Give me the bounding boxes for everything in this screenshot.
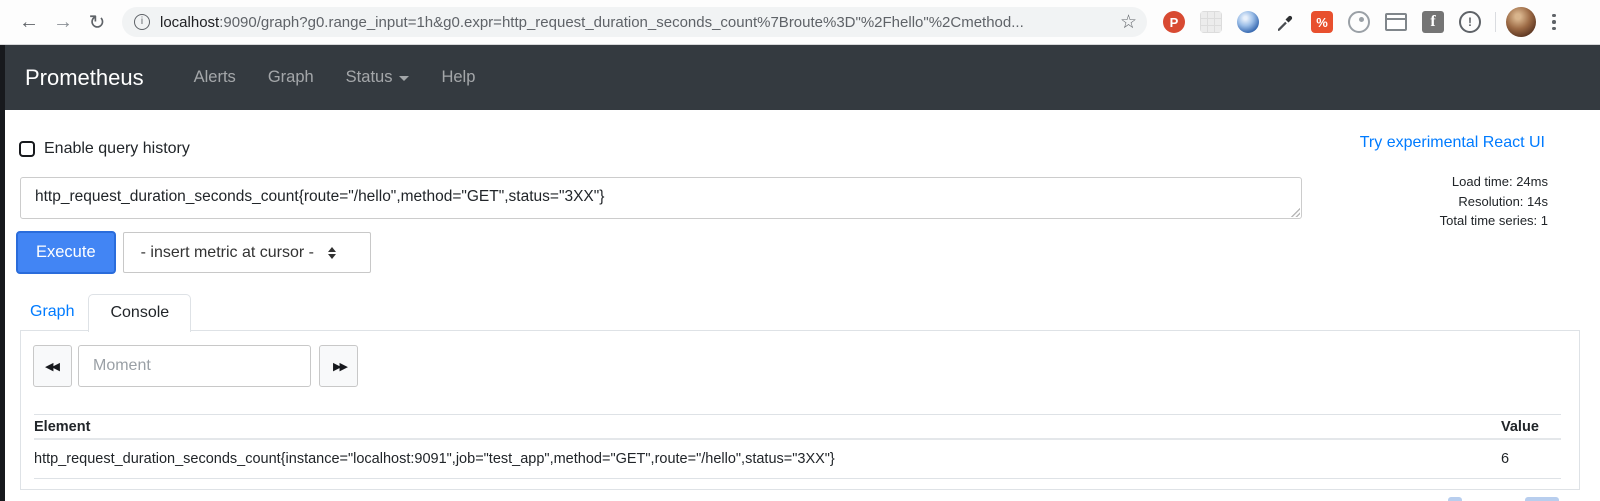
moment-input[interactable] — [78, 345, 311, 387]
timer-extension-icon[interactable] — [1348, 11, 1370, 33]
nav-item-alerts[interactable]: Alerts — [193, 68, 236, 86]
navbar-links: Alerts Graph Status Help — [180, 60, 490, 95]
cutoff-button-top — [1448, 497, 1462, 501]
url-path: :9090/graph?g0.range_input=1h&g0.expr=ht… — [219, 13, 1024, 31]
insert-metric-dropdown[interactable]: - insert metric at cursor - — [122, 232, 371, 273]
tab-console[interactable]: Console — [88, 294, 192, 332]
url-text[interactable]: localhost:9090/graph?g0.range_input=1h&g… — [160, 14, 1112, 31]
browser-menu-icon[interactable] — [1552, 13, 1556, 31]
url-host: localhost — [160, 13, 220, 31]
percent-extension-icon[interactable]: % — [1311, 11, 1333, 33]
resolution: Resolution: 14s — [1458, 193, 1548, 209]
moment-navigation: ◀◀ ▶▶ — [33, 345, 358, 387]
site-info-icon[interactable]: i — [134, 14, 150, 30]
browser-toolbar: ← → ↻ i localhost:9090/graph?g0.range_in… — [0, 0, 1600, 45]
select-updown-icon — [327, 246, 336, 259]
console-result-table: Element Value http_request_duration_seco… — [34, 414, 1561, 479]
panel-tabs: Graph Console — [20, 291, 192, 332]
try-react-ui-link[interactable]: Try experimental React UI — [1359, 134, 1545, 151]
load-time: Load time: 24ms — [1451, 174, 1548, 189]
table-header-row: Element Value — [34, 414, 1561, 440]
nav-item-graph[interactable]: Graph — [267, 68, 314, 86]
total-time-series: Total time series: 1 — [1439, 213, 1548, 228]
nav-item-help[interactable]: Help — [441, 68, 476, 86]
graph-page: Enable query history Try experimental Re… — [0, 110, 1600, 501]
query-expression-input[interactable]: http_request_duration_seconds_count{rout… — [20, 177, 1302, 219]
insert-metric-label: - insert metric at cursor - — [140, 243, 314, 261]
browser-profile-avatar[interactable] — [1506, 7, 1536, 37]
query-input-wrap: http_request_duration_seconds_count{rout… — [20, 177, 1302, 219]
query-history-row: Enable query history — [19, 140, 190, 158]
address-bar[interactable]: i localhost:9090/graph?g0.range_input=1h… — [122, 7, 1147, 37]
column-header-element: Element — [34, 414, 1501, 440]
cutoff-button-top — [1525, 497, 1559, 501]
console-panel: ◀◀ ▶▶ Element Value http_request_duratio… — [20, 330, 1580, 490]
query-stats: Load time: 24ms Resolution: 14s Total ti… — [1440, 172, 1548, 231]
series-value-cell: 6 — [1501, 439, 1561, 479]
toolbar-divider — [1495, 12, 1496, 32]
enable-query-history-label: Enable query history — [44, 140, 190, 157]
moment-back-button[interactable]: ◀◀ — [33, 345, 72, 387]
window-extension-icon[interactable] — [1385, 13, 1407, 31]
prometheus-navbar: Prometheus Alerts Graph Status Help — [0, 45, 1600, 110]
execute-button[interactable]: Execute — [16, 231, 116, 274]
nav-item-status[interactable]: Status — [332, 60, 424, 95]
moment-forward-button[interactable]: ▶▶ — [319, 345, 358, 387]
bookmark-star-icon[interactable]: ☆ — [1119, 11, 1137, 33]
tab-graph[interactable]: Graph — [30, 303, 75, 320]
enable-query-history-checkbox[interactable] — [19, 141, 35, 157]
window-edge-strip — [0, 45, 5, 501]
column-header-value: Value — [1501, 414, 1561, 440]
swirl-extension-icon[interactable] — [1237, 11, 1259, 33]
chevron-down-icon — [399, 76, 410, 81]
browser-back-icon[interactable]: ← — [19, 10, 39, 33]
browser-forward-icon[interactable]: → — [53, 10, 73, 33]
execute-row: Execute - insert metric at cursor - — [16, 231, 371, 274]
eyedropper-extension-icon[interactable] — [1274, 11, 1296, 33]
pocket-extension-icon[interactable]: P — [1163, 11, 1185, 33]
facebook-extension-icon[interactable]: f — [1422, 11, 1444, 33]
brand-prometheus[interactable]: Prometheus — [25, 64, 144, 90]
grid-extension-icon[interactable] — [1200, 11, 1222, 33]
series-element-cell: http_request_duration_seconds_count{inst… — [34, 439, 1501, 479]
table-row: http_request_duration_seconds_count{inst… — [34, 439, 1561, 479]
alert-extension-icon[interactable]: ! — [1459, 11, 1481, 33]
browser-refresh-icon[interactable]: ↻ — [88, 11, 106, 34]
extension-tray: P % f ! — [1163, 11, 1481, 33]
